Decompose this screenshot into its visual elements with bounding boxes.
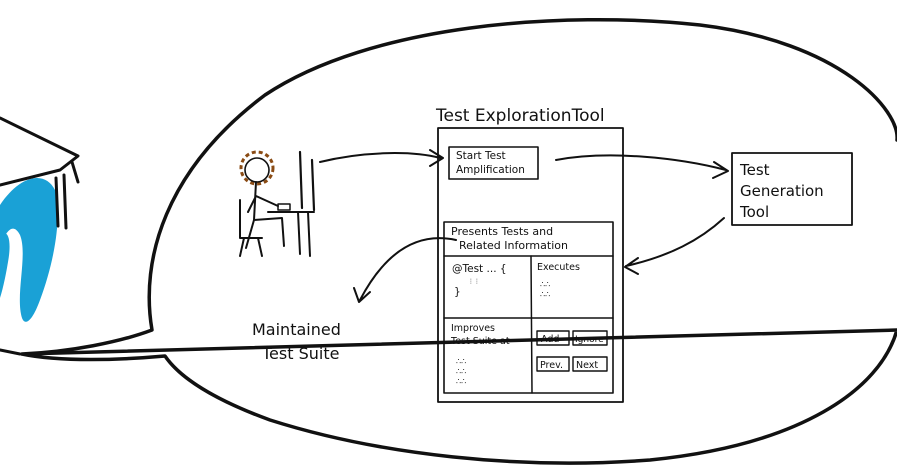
prev-button-label: Prev. xyxy=(540,360,563,371)
arrow-to-generation-tool xyxy=(555,154,729,179)
generation-tool-line-3: Tool xyxy=(739,203,769,221)
next-button-label: Next xyxy=(576,360,598,371)
generation-tool-line-1: Test xyxy=(739,161,770,179)
start-amplification-button[interactable]: Start Test Amplification xyxy=(448,146,539,180)
arrow-to-maintained-suite xyxy=(353,237,457,303)
code-dots: ⋮⋮ xyxy=(468,278,480,285)
code-line-2: } xyxy=(454,286,461,298)
improves-line-1: Improves xyxy=(451,323,495,334)
arrow-to-panel xyxy=(624,217,725,275)
developer-figure xyxy=(239,150,316,257)
cap-tassel xyxy=(54,160,80,230)
thinker-head xyxy=(0,116,80,356)
tool-title: Test ExplorationTool xyxy=(435,106,605,126)
chair xyxy=(239,199,263,257)
thought-bubble xyxy=(20,17,897,465)
add-button-label: Add xyxy=(541,334,559,345)
hair-curls xyxy=(239,150,275,186)
prev-button[interactable]: Prev. xyxy=(536,356,570,372)
next-button[interactable]: Next xyxy=(572,356,608,372)
presents-line-2: Related Information xyxy=(459,239,568,252)
generation-tool-line-2: Generation xyxy=(740,182,824,200)
executes-label: Executes xyxy=(537,262,580,273)
monitor xyxy=(298,150,316,212)
head-cyan-shape xyxy=(0,178,58,322)
start-button-line-2: Amplification xyxy=(456,164,525,176)
ignore-button[interactable]: Ignore xyxy=(572,330,608,346)
arrow-to-start xyxy=(319,149,444,167)
head xyxy=(244,157,270,183)
presents-panel xyxy=(443,221,614,394)
improves-dots-3: ∴∴ xyxy=(456,377,466,386)
presents-line-1: Presents Tests and xyxy=(451,225,553,238)
cap-outline xyxy=(0,116,80,187)
keyboard xyxy=(277,203,291,211)
head-side-line xyxy=(0,348,22,356)
body xyxy=(245,181,285,249)
code-line-1: @Test ... { xyxy=(452,263,507,275)
executes-dots-1: ∴∴ xyxy=(540,280,550,289)
maintained-suite-line-1: Maintained xyxy=(252,320,341,339)
improves-line-2: Test Suite at xyxy=(450,336,510,347)
start-button-line-1: Start Test xyxy=(456,150,506,162)
desk xyxy=(267,211,315,257)
executes-dots-2: ∴∴ xyxy=(540,290,550,299)
generation-tool-box: Test Generation Tool xyxy=(731,152,853,226)
ignore-button-label: Ignore xyxy=(575,335,604,345)
improves-dots-1: ∴∴ xyxy=(456,357,466,366)
head-cyan-shape-2 xyxy=(0,233,10,298)
tool-window xyxy=(437,127,624,403)
add-button[interactable]: Add xyxy=(536,330,570,346)
panel-vertical-divider xyxy=(530,255,533,394)
maintained-suite-line-2: Test Suite xyxy=(261,344,339,363)
improves-dots-2: ∴∴ xyxy=(456,367,466,376)
